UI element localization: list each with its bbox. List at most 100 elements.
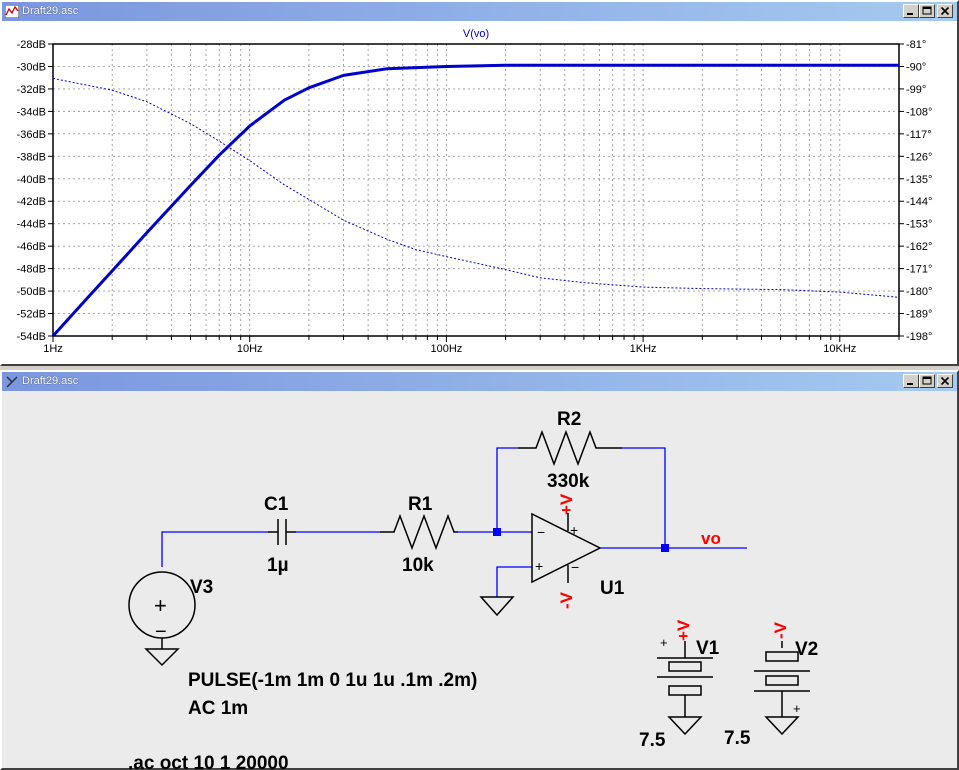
y-tick-label: -40dB: [17, 174, 46, 186]
v2-plus-mark: +: [793, 701, 801, 716]
plot-frame: [52, 43, 900, 337]
net-label-v2-vminus[interactable]: -V: [771, 621, 790, 639]
y2-tick-label: -135°: [906, 174, 932, 186]
spice-directive[interactable]: .ac oct 10 1 20000: [128, 753, 289, 770]
y-tick-label: -50dB: [17, 286, 46, 298]
resistor-r2[interactable]: [518, 429, 622, 467]
y-tick-label: -32dB: [17, 84, 46, 96]
magnitude-trace[interactable]: [51, 63, 899, 338]
minimize-button[interactable]: [903, 4, 919, 18]
minimize-icon: [907, 13, 913, 15]
plot-window-title: Draft29.asc: [22, 5, 79, 17]
v2-label: V2: [795, 639, 818, 660]
opamp-inverting-mark: −: [537, 524, 545, 540]
y-tick-label: -54dB: [17, 331, 46, 343]
y-tick-label: -38dB: [17, 151, 46, 163]
x-tick-label: 10Hz: [237, 343, 263, 355]
x-tick-label: 1KHz: [630, 343, 657, 355]
y-tick-label: -44dB: [17, 219, 46, 231]
y-tick-label: -30dB: [17, 61, 46, 73]
resistor-r1[interactable]: [380, 513, 458, 551]
y2-tick-label: -90°: [906, 61, 926, 73]
phase-trace[interactable]: [52, 77, 900, 298]
v1-label: V1: [696, 638, 720, 659]
x-tick-label: 1Hz: [43, 343, 63, 355]
v2-value: 7.5: [724, 728, 751, 749]
y-tick-label: -36dB: [17, 129, 46, 141]
y2-tick-label: -153°: [906, 219, 932, 231]
junction-dot: [493, 528, 501, 536]
y2-tick-label: -99°: [906, 84, 926, 96]
y-tick-label: -34dB: [17, 106, 46, 118]
capacitor-c1[interactable]: [268, 519, 296, 545]
ground-symbol: [479, 596, 515, 617]
y-tick-label: -42dB: [17, 196, 46, 208]
y-tick-label: -28dB: [17, 39, 46, 51]
r1-label: R1: [408, 494, 433, 515]
y-tick-label: -48dB: [17, 264, 46, 276]
x-tick-label: 100Hz: [430, 343, 462, 355]
u1-label: U1: [600, 578, 625, 599]
maximize-button[interactable]: [919, 4, 935, 18]
voltage-source-v1[interactable]: [657, 641, 713, 736]
v1-value: 7.5: [639, 730, 666, 751]
waveform-plot-icon: [5, 5, 19, 18]
net-label-opamp-vminus[interactable]: -V: [557, 591, 576, 609]
net-label-vo[interactable]: vo: [701, 529, 721, 548]
y2-tick-label: -171°: [906, 264, 932, 276]
plot-window: Draft29.asc -28dB-81°-30dB-90°-32dB-99°-…: [0, 0, 959, 366]
opamp-u1[interactable]: [531, 512, 602, 584]
schematic-window-titlebar[interactable]: Draft29.asc: [2, 372, 957, 391]
maximize-button[interactable]: [919, 374, 935, 388]
r2-label: R2: [557, 409, 581, 430]
wires: [161, 447, 747, 597]
y2-tick-label: -108°: [906, 106, 932, 118]
schematic-window-title: Draft29.asc: [22, 375, 79, 387]
opamp-noninverting-mark: +: [535, 558, 543, 574]
y2-tick-label: -117°: [906, 129, 932, 141]
voltage-source-v2[interactable]: [754, 641, 810, 736]
plot-window-titlebar[interactable]: Draft29.asc: [2, 2, 957, 21]
chart-title: V(vo): [463, 28, 489, 40]
maximize-icon: [922, 376, 932, 385]
minimize-button[interactable]: [903, 374, 919, 388]
close-icon: [940, 376, 950, 386]
y2-tick-label: -162°: [906, 241, 932, 253]
opamp-vplus-pin-mark: +: [570, 522, 578, 538]
v3-ac-value: AC 1m: [188, 698, 248, 719]
close-button[interactable]: [937, 374, 953, 388]
schematic-drawing: C1 1µ R1 10k R2 330k − + + − U1 +V -V: [128, 409, 818, 770]
schematic-window: Draft29.asc: [0, 370, 959, 770]
c1-label: C1: [264, 494, 289, 515]
schematic-canvas[interactable]: C1 1µ R1 10k R2 330k − + + − U1 +V -V: [2, 391, 957, 770]
bode-plot: -28dB -81° -30dB -90° -32dB -99° -34dB -108° -36…: [17, 28, 933, 355]
wire-v3-to-c1[interactable]: [161, 531, 268, 567]
y2-tick-label: -189°: [906, 309, 932, 321]
y2-tick-label: -198°: [906, 331, 932, 343]
maximize-icon: [922, 6, 932, 15]
r1-value: 10k: [402, 555, 434, 576]
c1-value: 1µ: [267, 555, 289, 576]
v3-label: V3: [190, 577, 213, 598]
net-label-opamp-vplus[interactable]: +V: [557, 493, 576, 515]
v3-plus-mark: +: [154, 593, 167, 618]
opamp-vminus-pin-mark: −: [571, 559, 579, 575]
plot-pane[interactable]: -28dB -81° -30dB -90° -32dB -99° -34dB -108° -36…: [2, 21, 957, 364]
wire-noninv-ground[interactable]: [496, 566, 532, 597]
minimize-icon: [907, 383, 913, 385]
y2-tick-label: -144°: [906, 196, 932, 208]
y2-tick-label: -180°: [906, 286, 932, 298]
y2-tick-label: -126°: [906, 151, 932, 163]
net-label-v1-vplus[interactable]: +V: [674, 619, 693, 641]
junction-dot: [661, 544, 669, 552]
wire-feedback-left[interactable]: [496, 447, 518, 532]
v3-value: PULSE(-1m 1m 0 1u 1u .1m .2m): [188, 670, 477, 691]
y-tick-label: -46dB: [17, 241, 46, 253]
voltage-source-v3[interactable]: [128, 571, 196, 667]
wire-feedback-right[interactable]: [622, 447, 666, 548]
v3-minus-mark: −: [155, 621, 167, 643]
schematic-icon: [6, 376, 18, 388]
y2-tick-label: -81°: [906, 39, 926, 51]
close-button[interactable]: [937, 4, 953, 18]
y-tick-label: -52dB: [17, 309, 46, 321]
